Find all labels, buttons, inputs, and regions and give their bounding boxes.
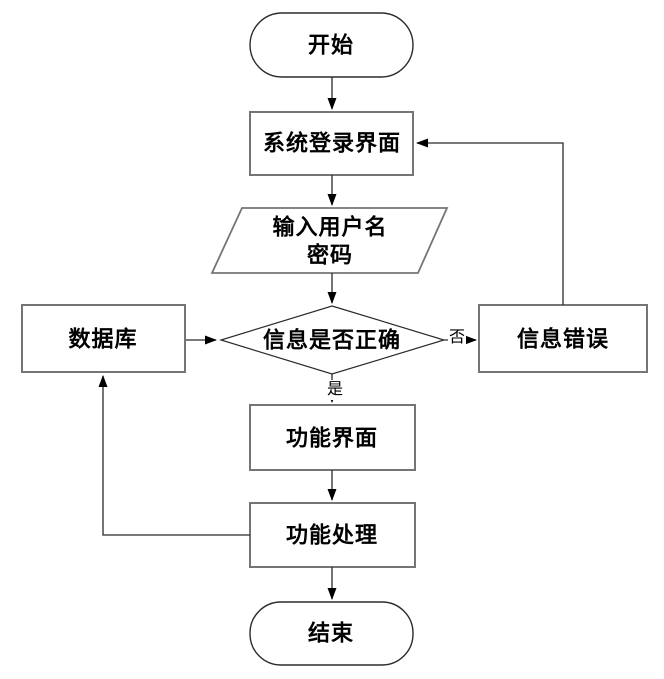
function-processing-label: 功能处理: [285, 522, 379, 548]
database-process-shape: [21, 304, 186, 373]
edge-function-processing-to-database: [98, 375, 250, 536]
no-branch-label: 否: [447, 328, 467, 348]
login-label: 系统登录界面: [262, 130, 402, 156]
input-io-shape: [210, 207, 449, 274]
yes-branch-label: 是: [325, 380, 345, 400]
input-label-line2: 密码: [306, 242, 354, 267]
edge-error-to-login: [416, 138, 564, 305]
error-label: 信息错误: [516, 326, 610, 352]
end-label: 结束: [307, 620, 355, 646]
database-label: 数据库: [68, 326, 138, 352]
function-ui-label: 功能界面: [285, 425, 379, 451]
end-terminator-shape: [249, 601, 414, 666]
function-processing-process-shape: [249, 502, 416, 568]
start-label: 开始: [307, 32, 355, 58]
input-label: 输入用户名 密码: [272, 214, 387, 269]
input-label-line1: 输入用户名: [272, 214, 388, 240]
decision-label: 信息是否正确: [262, 327, 402, 353]
login-process-shape: [249, 111, 414, 176]
